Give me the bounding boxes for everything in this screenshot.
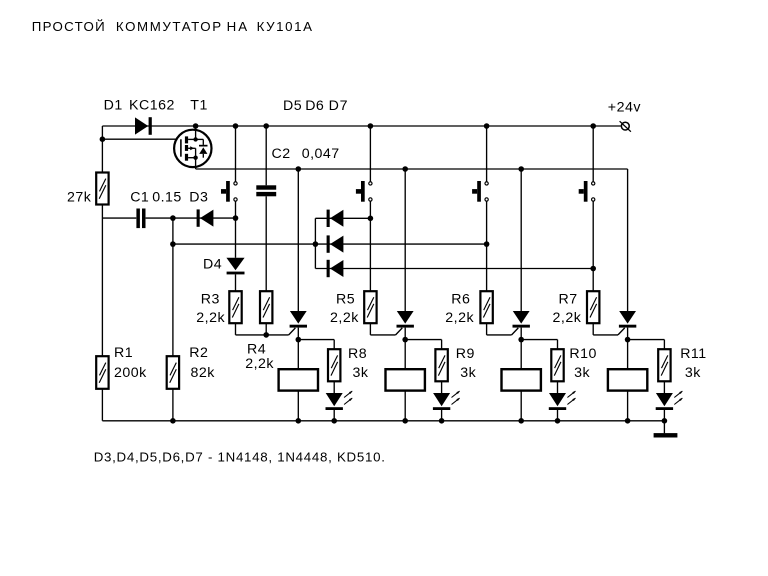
svg-text:2,2k: 2,2k <box>330 310 359 326</box>
svg-text:R7: R7 <box>559 292 578 308</box>
svg-text:D7: D7 <box>329 98 349 114</box>
svg-text:КОММУТАТОР: КОММУТАТОР <box>116 19 223 34</box>
svg-text:D3: D3 <box>189 190 208 206</box>
svg-text:D5: D5 <box>283 98 302 114</box>
svg-text:НА: НА <box>227 19 249 34</box>
svg-text:27k: 27k <box>67 190 92 206</box>
svg-text:2,2k: 2,2k <box>245 356 274 372</box>
svg-text:200k: 200k <box>114 365 147 381</box>
svg-text:82k: 82k <box>191 365 216 381</box>
svg-text:R2: R2 <box>189 345 208 361</box>
svg-text:R9: R9 <box>456 346 475 362</box>
svg-text:0.15: 0.15 <box>152 190 182 206</box>
svg-text:2,2k: 2,2k <box>196 310 225 326</box>
svg-text:3k: 3k <box>574 365 590 381</box>
svg-text:D6: D6 <box>305 98 324 114</box>
svg-text:+24v: +24v <box>608 100 642 116</box>
svg-text:R10: R10 <box>569 346 597 362</box>
svg-text:C1: C1 <box>130 190 149 206</box>
svg-text:R4: R4 <box>247 342 266 358</box>
svg-text:R5: R5 <box>336 292 355 308</box>
svg-text:D1: D1 <box>104 98 123 114</box>
svg-text:2,2k: 2,2k <box>445 310 474 326</box>
svg-text:3k: 3k <box>685 365 701 381</box>
svg-text:C2: C2 <box>272 146 291 162</box>
svg-text:R3: R3 <box>201 292 220 308</box>
svg-text:R6: R6 <box>451 292 470 308</box>
svg-text:T1: T1 <box>190 98 208 114</box>
svg-text:3k: 3k <box>460 365 476 381</box>
svg-text:КУ101А: КУ101А <box>257 19 314 34</box>
svg-text:2,2k: 2,2k <box>553 310 582 326</box>
svg-text:D4: D4 <box>203 256 222 272</box>
svg-text:KC162: KC162 <box>129 98 175 114</box>
svg-text:0,047: 0,047 <box>302 146 340 162</box>
svg-text:R8: R8 <box>348 346 367 362</box>
svg-text:R11: R11 <box>680 346 706 362</box>
svg-text:ПРОСТОЙ: ПРОСТОЙ <box>32 19 106 34</box>
svg-text:D3,D4,D5,D6,D7 - 1N4148, 1N444: D3,D4,D5,D6,D7 - 1N4148, 1N4448, KD510. <box>94 450 386 465</box>
svg-text:R1: R1 <box>114 345 133 361</box>
svg-text:3k: 3k <box>353 365 369 381</box>
